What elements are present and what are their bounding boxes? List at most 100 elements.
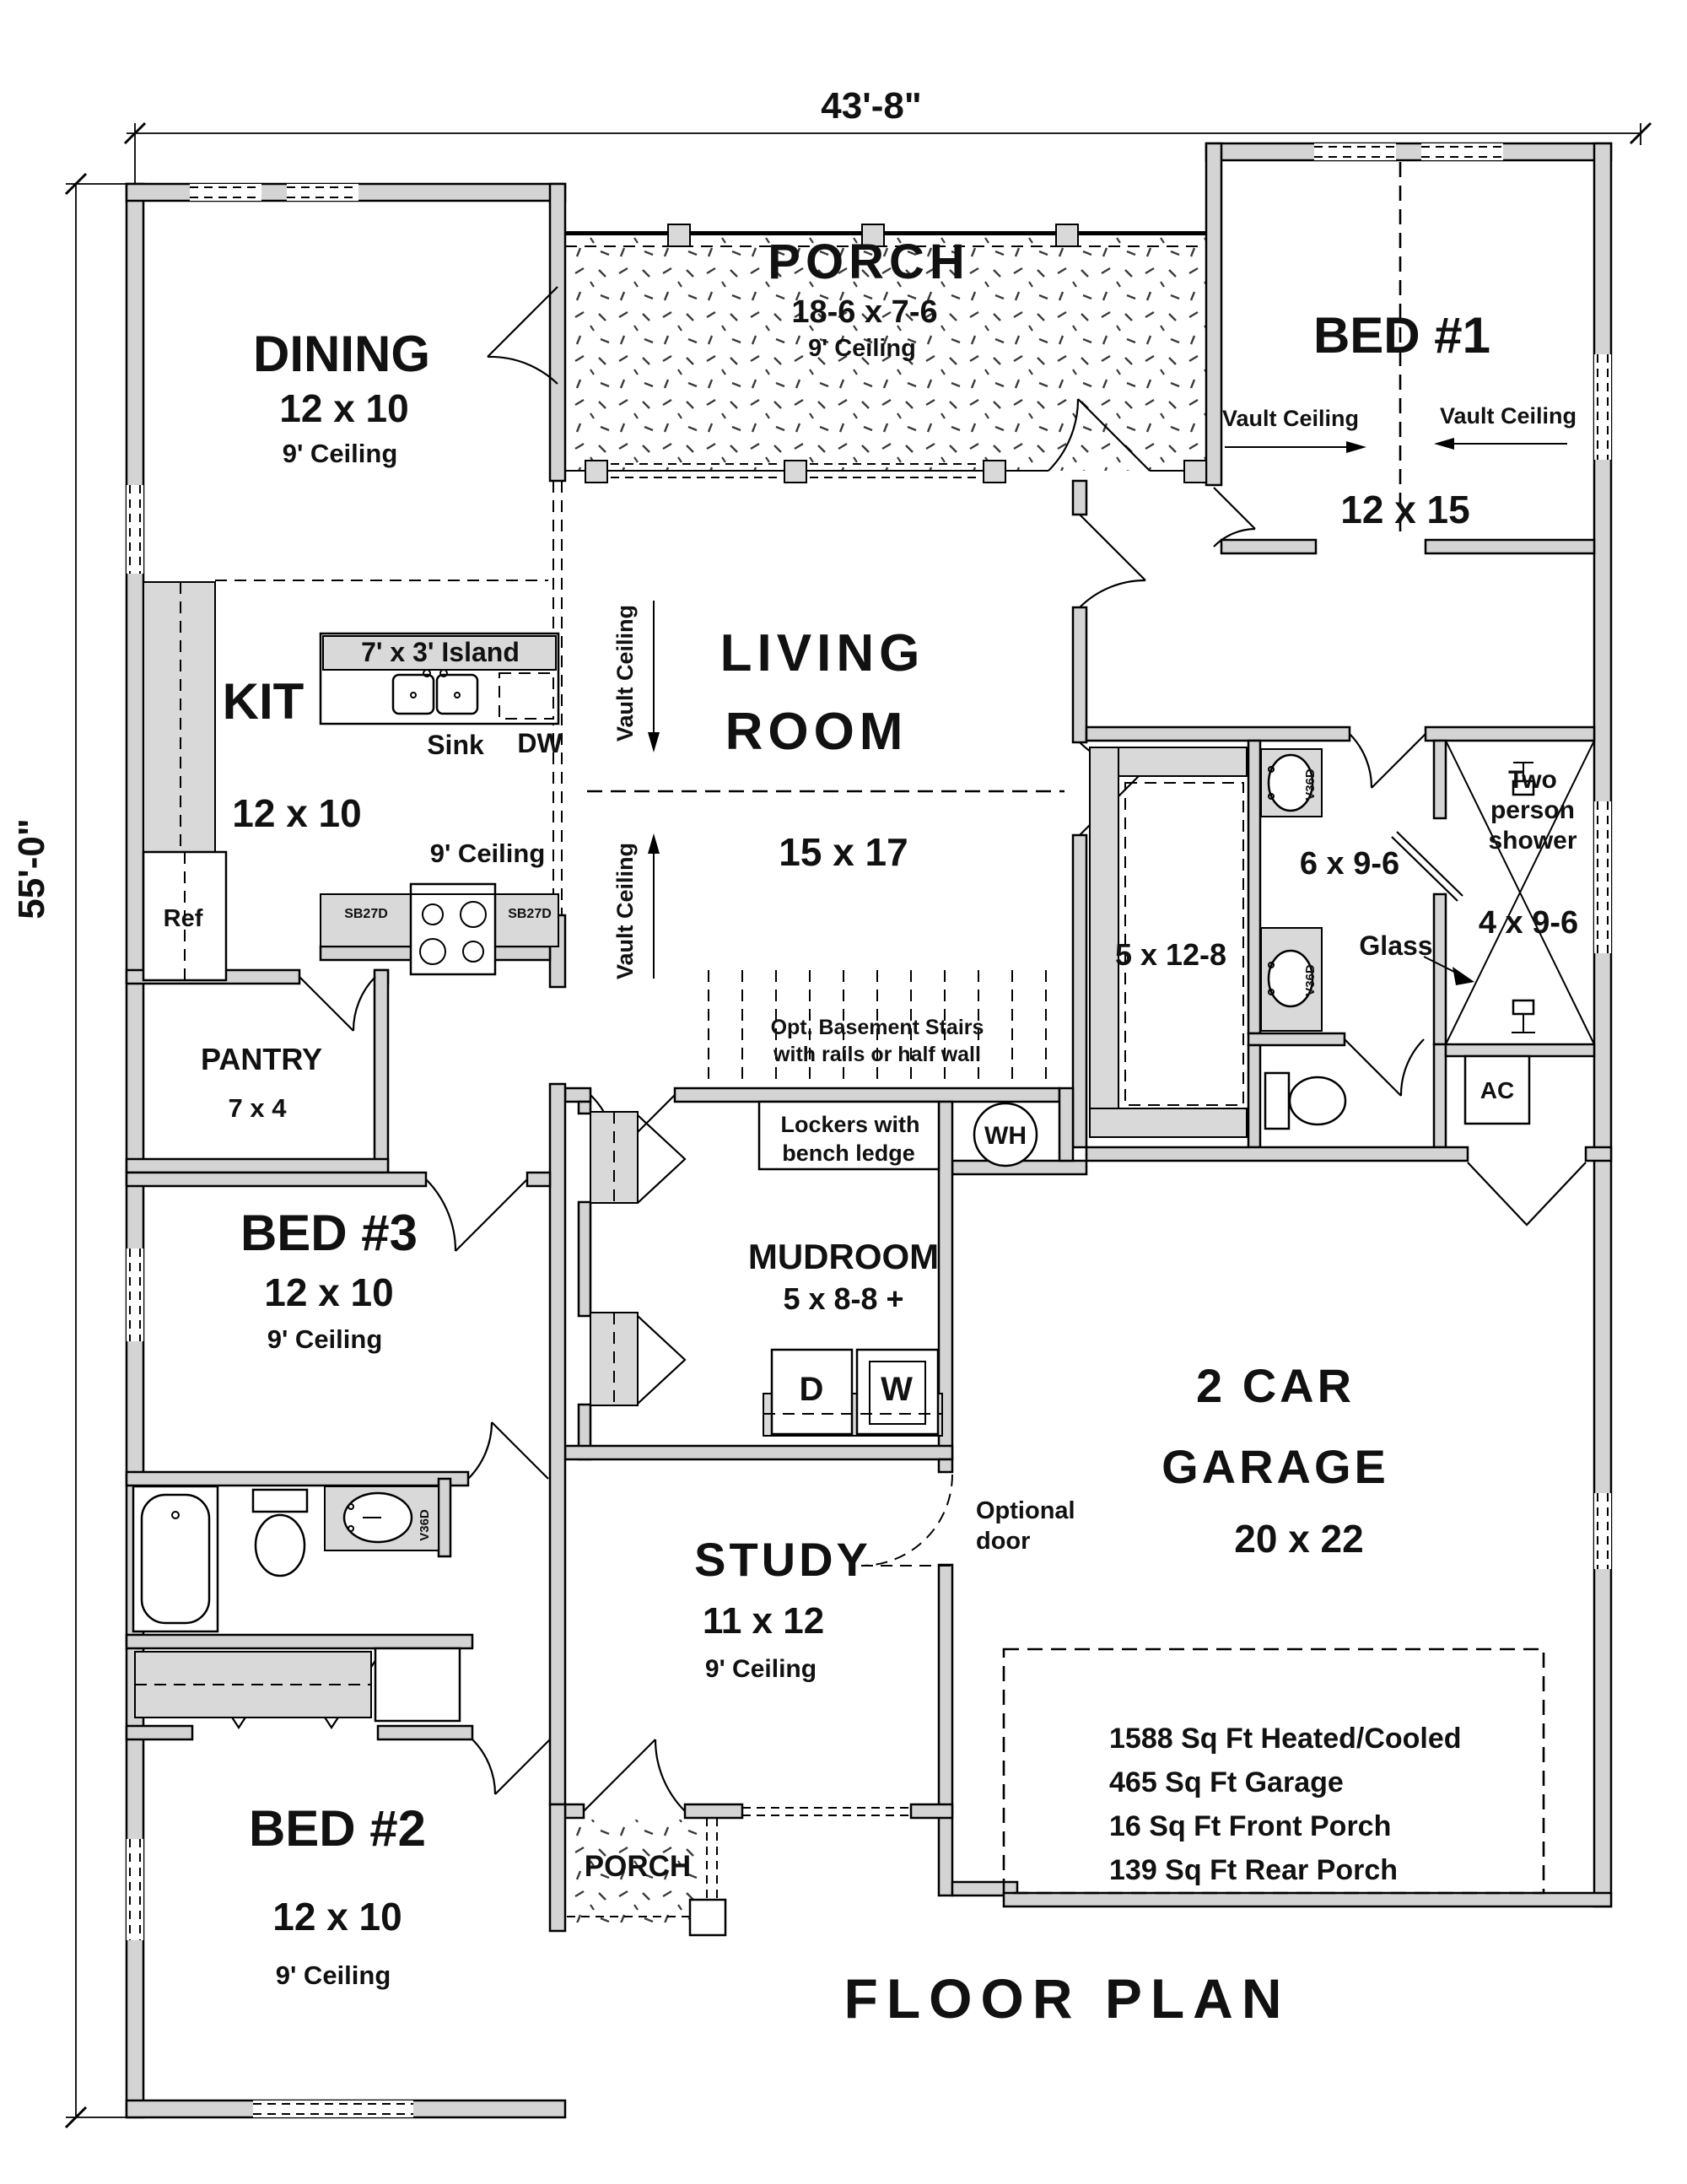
glass-label: Glass (1359, 930, 1432, 961)
stat-rear-porch: 139 Sq Ft Rear Porch (1109, 1854, 1398, 1886)
master-vanity1-label: V36D (1303, 768, 1318, 801)
shower-label-3: shower (1488, 827, 1577, 855)
sink-bowl (391, 673, 435, 715)
stairs-note-2: with rails or half wall (773, 1043, 981, 1066)
ac-label: AC (1480, 1077, 1514, 1103)
master-vanity-1 (1260, 748, 1323, 817)
glass-shower-door (1396, 831, 1463, 897)
fridge-label: Ref (164, 905, 203, 932)
study-size: 11 x 12 (703, 1600, 824, 1642)
labels: DINING 12 x 10 9' Ceiling PORCH 18-6 x 7… (164, 235, 1579, 2030)
master-closet-builtins (1089, 747, 1248, 1138)
shower-size: 4 x 9-6 (1479, 905, 1578, 941)
bed3-name: BED #3 (240, 1205, 418, 1261)
master-closet-size: 5 x 12-8 (1115, 937, 1226, 972)
closet (374, 1647, 461, 1723)
porch-step (688, 1898, 727, 1937)
optional-door-label-2: door (976, 1528, 1030, 1555)
bed1-vault-left: Vault Ceiling (1222, 406, 1359, 431)
window (127, 485, 143, 574)
bath2-vanity-label: V36D (418, 1509, 432, 1541)
window (127, 1839, 143, 1940)
window (1314, 143, 1396, 160)
bed3-size: 12 x 10 (264, 1270, 393, 1314)
lockers (757, 1100, 941, 1171)
bed1-vault-right: Vault Ceiling (1440, 403, 1577, 429)
shower-label-2: person (1490, 796, 1575, 824)
pantry-size: 7 x 4 (229, 1093, 288, 1123)
kitchen-name: KIT (223, 673, 305, 730)
dimension-lines: 43'-8" 55'-0" (11, 85, 1652, 2129)
window (742, 1807, 911, 1816)
living-name-1: LIVING (720, 624, 925, 682)
dining-size: 12 x 10 (279, 386, 408, 430)
toilet (251, 1488, 309, 1577)
garage-name-2: GARAGE (1161, 1440, 1389, 1493)
lockers-label-1: Lockers with (780, 1112, 919, 1137)
window (190, 184, 261, 201)
optional-door (860, 1474, 953, 1567)
washer-label: W (881, 1371, 913, 1408)
vault-arrows (648, 438, 1567, 985)
laundry (763, 1348, 943, 1437)
shower-head (1512, 999, 1535, 1033)
dryer-label: D (800, 1371, 824, 1408)
window (253, 2100, 413, 2117)
study-ceiling: 9' Ceiling (705, 1655, 817, 1683)
window (287, 184, 358, 201)
dryer (770, 1348, 854, 1436)
bed2-ceiling: 9' Ceiling (276, 1960, 391, 1990)
window (127, 1248, 143, 1341)
kitchen-size: 12 x 10 (232, 791, 361, 835)
lockers-label-2: bench ledge (782, 1141, 915, 1166)
bed1-size: 12 x 15 (1340, 488, 1469, 531)
front-porch-name: PORCH (585, 1850, 691, 1883)
rear-porch-floor (565, 236, 1206, 471)
cabinet-right-label: SB27D (508, 907, 552, 921)
water-heater-label: WH (984, 1122, 1027, 1150)
master-bath-size: 6 x 9-6 (1300, 846, 1399, 882)
mudroom-size: 5 x 8-8 + (783, 1281, 903, 1316)
rear-porch-ceiling: 9' Ceiling (808, 335, 916, 362)
walls (125, 142, 1613, 2119)
optional-door-label-1: Optional (976, 1497, 1075, 1524)
dim-width-label: 43'-8" (821, 85, 921, 127)
pantry-name: PANTRY (201, 1042, 322, 1076)
bed1-name: BED #1 (1313, 307, 1490, 364)
bed2-name: BED #2 (249, 1800, 426, 1857)
master-vanity2-label: V36D (1303, 964, 1318, 996)
porch-floors (565, 236, 1206, 1922)
sink-bowl (435, 673, 479, 715)
living-vault-upper: Vault Ceiling (612, 605, 638, 741)
front-porch-edges (567, 1818, 727, 1937)
shower-label-1: Two (1508, 766, 1557, 794)
garage-size: 20 x 22 (1234, 1517, 1363, 1561)
shower-head (1512, 762, 1535, 796)
bathtub (132, 1485, 219, 1633)
water-heater (973, 1102, 1038, 1167)
rear-porch-name: PORCH (768, 235, 969, 289)
basement-stairs (708, 970, 1047, 1087)
window (1594, 801, 1611, 953)
two-person-shower (1445, 740, 1595, 1045)
stat-heated: 1588 Sq Ft Heated/Cooled (1109, 1723, 1462, 1755)
stove (320, 882, 559, 976)
page-title: FLOOR PLAN (844, 1967, 1291, 2030)
stairs-note-1: Opt. Basement Stairs (771, 1016, 984, 1039)
dim-height-label: 55'-0" (11, 818, 52, 919)
dishwasher (499, 672, 554, 720)
cabinet-left-label: SB27D (344, 907, 388, 921)
fixtures (132, 438, 1595, 1937)
garage-name-1: 2 CAR (1196, 1359, 1355, 1412)
study-name: STUDY (694, 1533, 871, 1586)
bed2-size: 12 x 10 (272, 1895, 402, 1939)
master-toilet (1264, 1071, 1347, 1130)
kitchen-island (319, 632, 560, 725)
dishwasher-label: DW (517, 728, 563, 758)
living-name-2: ROOM (725, 703, 908, 761)
ac-unit (1463, 1054, 1531, 1125)
bed3-ceiling: 9' Ceiling (267, 1324, 383, 1354)
front-porch-floor (567, 1820, 707, 1922)
